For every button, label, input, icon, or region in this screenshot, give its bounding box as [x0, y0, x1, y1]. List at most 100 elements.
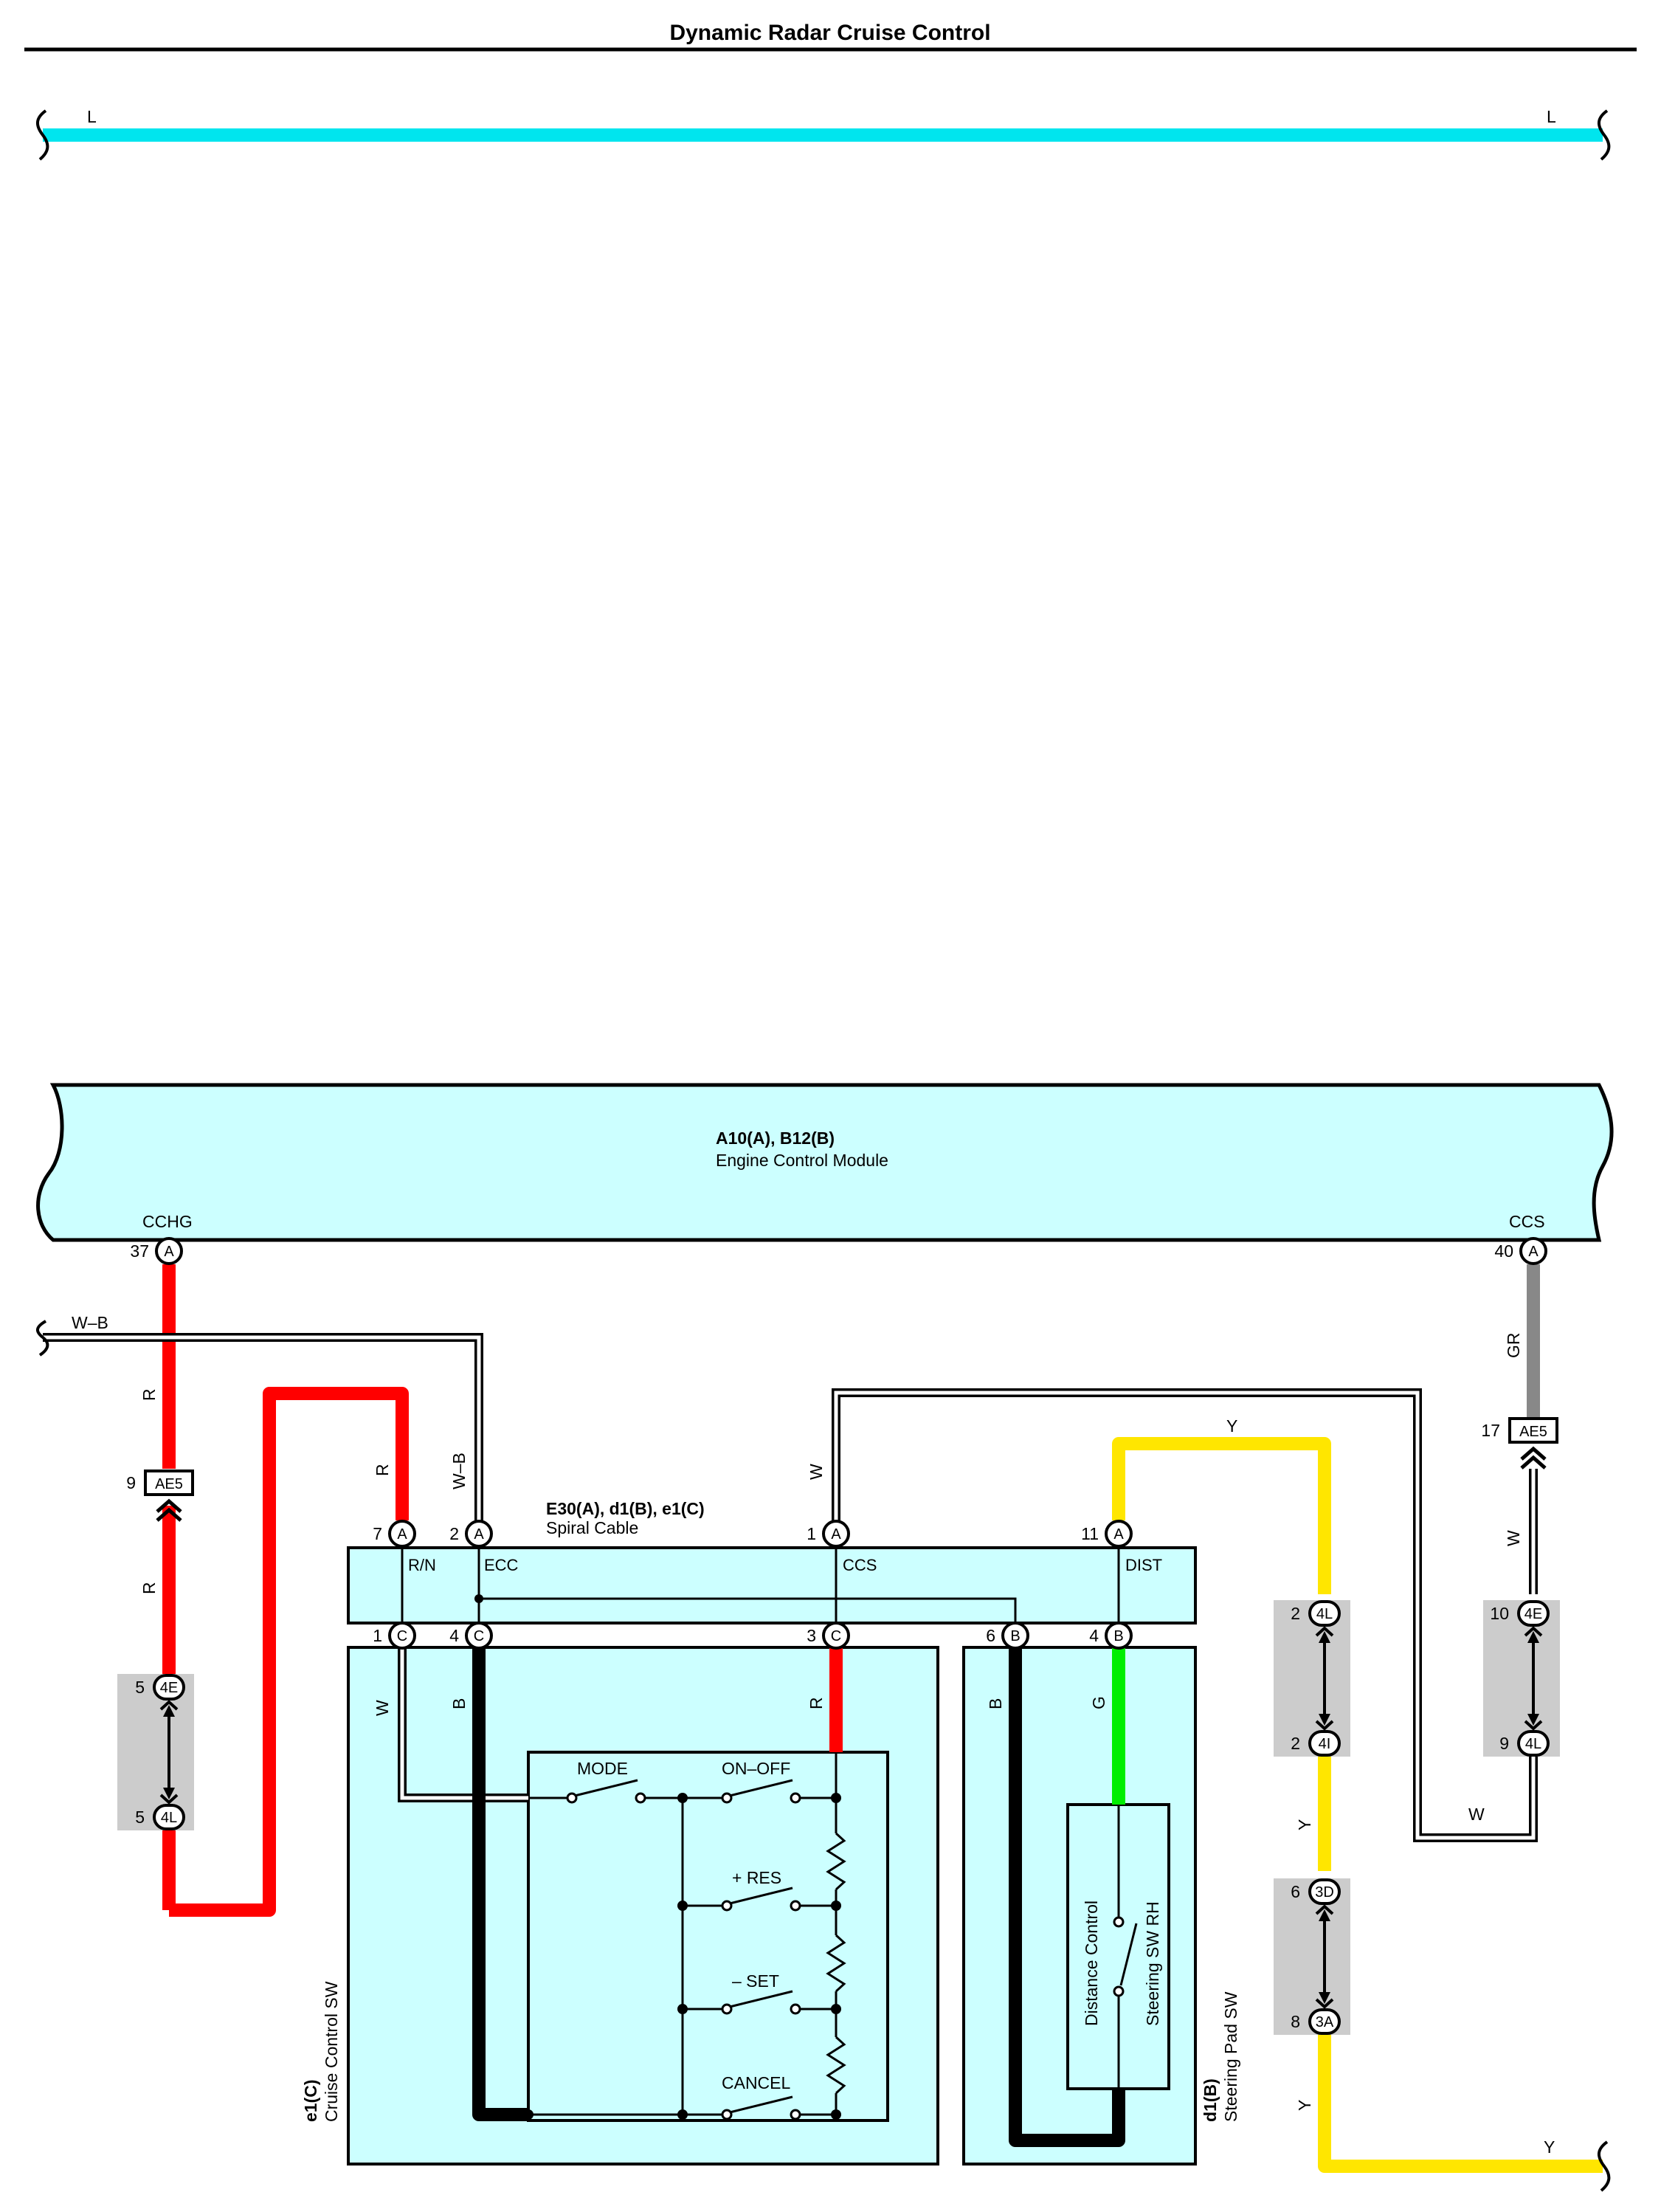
junction-low-top-num: 6	[1291, 1882, 1300, 1901]
spiral-code: E30(A), d1(B), e1(C)	[546, 1499, 705, 1518]
pin-spiral-3c-conn: C	[831, 1628, 841, 1644]
junction-right-bot-label: 4L	[1525, 1736, 1541, 1752]
pin-spiral-4b: B 4	[1089, 1622, 1133, 1650]
pad-sw-code: d1(B)	[1201, 2078, 1220, 2122]
switch-res: + RES	[732, 1868, 781, 1887]
pin-spiral-2a: A 2	[449, 1520, 493, 1548]
cruise-sw-code: e1(C)	[301, 2079, 320, 2122]
pad-sw-name: Steering Pad SW	[1221, 1991, 1240, 2122]
junction-left: 4E 5 4L 5	[117, 1674, 194, 1830]
pin-spiral-11a-conn: A	[1113, 1526, 1124, 1543]
pin-spiral-1c: C 1	[373, 1622, 416, 1650]
pin-ecm-40a-num: 40	[1494, 1241, 1513, 1261]
wire-r-cchg: R R R	[139, 1264, 409, 1917]
ecm-terminal-cchg: CCHG	[142, 1212, 193, 1231]
label-sw-r: R	[807, 1697, 826, 1709]
pin-spiral-1c-conn: C	[397, 1628, 407, 1644]
label-gr: GR	[1504, 1333, 1523, 1359]
pin-spiral-7a: A 7	[373, 1520, 416, 1548]
label-w-ccs: W	[807, 1464, 826, 1480]
connector-ae5-right-label: AE5	[1519, 1424, 1547, 1440]
connector-ae5-right-num: 17	[1481, 1421, 1500, 1440]
junction-low: 3D 6 3A 8	[1274, 1878, 1350, 2035]
pin-spiral-6b: B 6	[986, 1622, 1029, 1650]
pin-spiral-11a: A 11	[1081, 1520, 1133, 1548]
pin-ecm-37a-num: 37	[130, 1241, 149, 1261]
wire-gr-ccs: GR W	[1504, 1264, 1540, 1594]
pin-spiral-4c: C 4	[449, 1622, 493, 1650]
spiral-cable: E30(A), d1(B), e1(C) Spiral Cable R/N EC…	[347, 1499, 1197, 1624]
label-pad-g: G	[1089, 1696, 1108, 1709]
junction-mid: 4L 2 4I 2	[1274, 1600, 1350, 1757]
junction-right: 4E 10 4L 9	[1483, 1600, 1560, 1757]
pin-spiral-6b-conn: B	[1010, 1628, 1020, 1644]
pin-spiral-3c-num: 3	[807, 1626, 816, 1645]
label-y-end: Y	[1544, 2137, 1555, 2157]
label-sw-w: W	[373, 1700, 392, 1716]
label-w-bottom: W	[1468, 1805, 1485, 1824]
pad-inner-steering: Steering SW RH	[1143, 1901, 1162, 2026]
pin-spiral-11a-num: 11	[1081, 1524, 1099, 1543]
ecm-terminal-ccs: CCS	[1509, 1212, 1545, 1231]
junction-mid-top-label: 4L	[1316, 1606, 1333, 1622]
label-y-low: Y	[1295, 2100, 1314, 2111]
ecm-name: Engine Control Module	[716, 1151, 888, 1170]
ecm-code: A10(A), B12(B)	[716, 1129, 835, 1148]
pin-spiral-1a-conn: A	[831, 1526, 841, 1543]
switch-on-off: ON–OFF	[722, 1759, 790, 1778]
pin-spiral-7a-num: 7	[373, 1524, 382, 1543]
label-r-3: R	[373, 1464, 392, 1476]
pin-spiral-1c-num: 1	[373, 1626, 382, 1645]
pin-spiral-4b-conn: B	[1113, 1628, 1123, 1644]
switch-mode: MODE	[577, 1759, 628, 1778]
engine-control-module: A10(A), B12(B) Engine Control Module CCH…	[36, 1083, 1614, 1242]
junction-mid-top-num: 2	[1291, 1604, 1300, 1623]
junction-left-top-label: 4E	[160, 1680, 178, 1696]
junction-left-top-num: 5	[135, 1678, 145, 1697]
pin-spiral-4c-num: 4	[449, 1626, 459, 1645]
label-y-mid: Y	[1295, 1819, 1314, 1830]
connector-ae5-left: AE5 9	[126, 1470, 194, 1522]
label-sw-b: B	[449, 1698, 469, 1709]
pin-spiral-4b-num: 4	[1089, 1626, 1099, 1645]
wire-y-dist: Y Y Y Y	[1112, 1416, 1611, 2192]
junction-right-bot-num: 9	[1499, 1734, 1509, 1753]
pad-inner-distance: Distance Control	[1082, 1901, 1101, 2026]
label-r-2: R	[139, 1582, 159, 1594]
pin-spiral-1a-num: 1	[807, 1524, 816, 1543]
cruise-sw-name: Cruise Control SW	[322, 1981, 341, 2122]
spiral-terminal-ccs: CCS	[843, 1556, 877, 1574]
pin-spiral-2a-num: 2	[449, 1524, 459, 1543]
switch-cancel: CANCEL	[722, 2073, 791, 2092]
pin-spiral-1a: A 1	[807, 1520, 850, 1548]
top-wire-right-label: L	[1547, 107, 1556, 126]
top-wire-left-label: L	[87, 107, 97, 126]
pin-spiral-6b-num: 6	[986, 1626, 995, 1645]
page-title: Dynamic Radar Cruise Control	[669, 21, 990, 45]
wire-wb: W–B W–B	[36, 1313, 483, 1520]
label-pad-b: B	[986, 1698, 1005, 1709]
steering-pad-sw: d1(B) Steering Pad SW Distance Control S…	[962, 1646, 1240, 2166]
pin-ecm-37a-conn: A	[164, 1244, 174, 1260]
junction-low-bot-num: 8	[1291, 2012, 1300, 2031]
spiral-terminal-ecc: ECC	[484, 1556, 519, 1574]
pin-spiral-7a-conn: A	[397, 1526, 407, 1543]
junction-right-top-num: 10	[1490, 1604, 1509, 1623]
connector-ae5-left-label: AE5	[155, 1476, 183, 1492]
spiral-terminal-rn: R/N	[408, 1556, 436, 1574]
junction-right-top-label: 4E	[1524, 1606, 1542, 1622]
junction-low-bot-label: 3A	[1316, 2014, 1334, 2030]
top-wire-l: L L	[36, 107, 1611, 161]
pin-ecm-40a: A 40	[1494, 1237, 1547, 1265]
connector-ae5-left-num: 9	[126, 1473, 136, 1492]
label-r-1: R	[139, 1388, 159, 1401]
cruise-control-sw: e1(C) Cruise Control SW W B R MODE	[301, 1646, 939, 2166]
pin-spiral-3c: C 3	[807, 1622, 850, 1650]
switch-set: – SET	[732, 1971, 779, 1991]
junction-left-bot-label: 4L	[161, 1810, 177, 1826]
pin-spiral-2a-conn: A	[474, 1526, 484, 1543]
connector-ae5-right: AE5 17	[1481, 1417, 1558, 1470]
pin-spiral-4c-conn: C	[474, 1628, 484, 1644]
spiral-name: Spiral Cable	[546, 1518, 638, 1537]
